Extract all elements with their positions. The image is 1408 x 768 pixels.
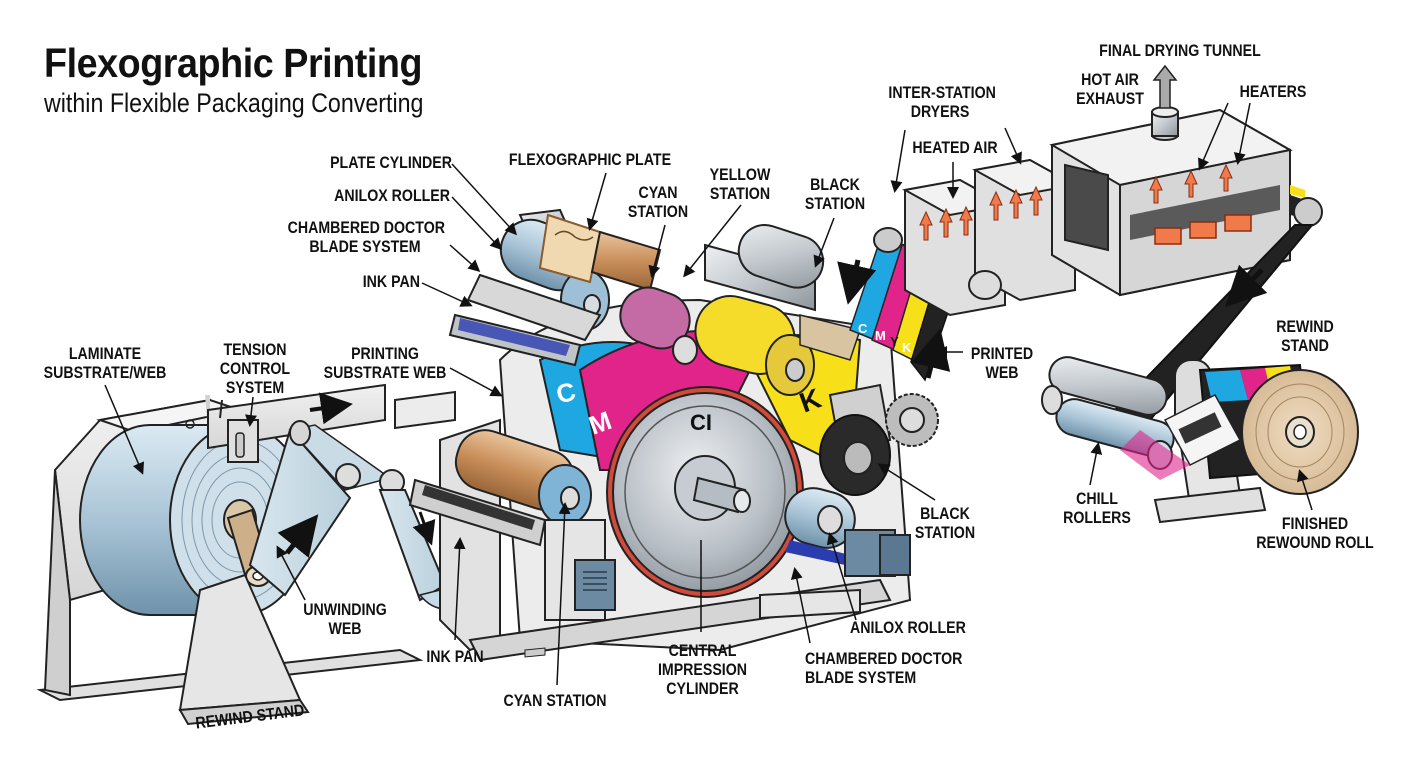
label-cyan-station-top: CYAN STATION: [618, 184, 698, 222]
finished-rewound-roll: [1120, 363, 1359, 495]
web-letter-k: K: [902, 340, 912, 355]
inter-station-dryers: [902, 158, 1078, 317]
label-rewind-stand-right: REWIND STAND: [1265, 318, 1345, 356]
label-line: WEB: [328, 620, 362, 638]
label-line: BLACK: [920, 505, 970, 523]
label-line: TENSION: [223, 341, 287, 359]
label-inter-station-dryers: INTER-STATION DRYERS: [880, 84, 1000, 122]
label-anilox-roller-top: ANILOX ROLLER: [334, 187, 450, 205]
label-doctor-blade-top: CHAMBERED DOCTOR BLADE SYSTEM: [275, 219, 455, 257]
label-line: STATION: [709, 185, 771, 203]
label-line: LAMINATE: [68, 345, 142, 363]
label-line: INTER-STATION: [888, 84, 996, 102]
flow-arrow: [309, 392, 353, 425]
band-letter-ci: CI: [690, 410, 712, 435]
label-line: SUBSTRATE WEB: [323, 364, 447, 382]
black-station-side: [819, 383, 939, 496]
label-finished-rewound-roll: FINISHED REWOUND ROLL: [1240, 515, 1390, 553]
label-unwinding-web: UNWINDING WEB: [295, 601, 395, 639]
label-laminate-substrate: LAMINATE SUBSTRATE/WEB: [30, 345, 180, 383]
web-letter-m: M: [875, 328, 886, 343]
label-line: CHILL: [1076, 490, 1118, 508]
final-drying-tunnel: [1049, 64, 1293, 297]
label-line: WEB: [985, 364, 1019, 382]
label-ink-pan-top: INK PAN: [362, 273, 420, 291]
label-line: STATION: [804, 195, 866, 213]
label-line: EXHAUST: [1076, 90, 1144, 108]
label-line: PRINTED: [970, 345, 1034, 363]
label-line: UNWINDING: [303, 601, 387, 619]
label-hot-air-exhaust: HOT AIR EXHAUST: [1070, 71, 1150, 109]
label-line: CYLINDER: [666, 680, 739, 698]
cyan-station-bottom: [408, 429, 616, 621]
label-heated-air: HEATED AIR: [912, 139, 998, 157]
label-central-impression-cylinder: CENTRAL IMPRESSION CYLINDER: [650, 642, 755, 699]
label-line: ROLLERS: [1063, 509, 1131, 527]
web-letter-c: C: [858, 321, 868, 336]
label-cyan-station-bottom: CYAN STATION: [503, 692, 607, 710]
label-line: STATION: [914, 524, 976, 542]
label-line: BLACK: [810, 176, 860, 194]
label-line: STATION: [627, 203, 689, 221]
printed-web-arrows: [837, 259, 951, 379]
label-doctor-blade-top-line1: CHAMBERED DOCTOR: [287, 219, 446, 237]
page-title: Flexographic Printing: [44, 40, 423, 86]
label-line: CYAN: [638, 184, 678, 202]
label-line: REWIND: [1276, 318, 1334, 336]
label-anilox-roller-bottom: ANILOX ROLLER: [850, 619, 966, 637]
label-doctor-blade-bottom: CHAMBERED DOCTOR BLADE SYSTEM: [805, 650, 985, 688]
label-line: YELLOW: [709, 166, 771, 184]
label-doctor-blade-top-line2: BLADE SYSTEM: [309, 238, 421, 256]
label-ink-pan-bottom: INK PAN: [426, 648, 484, 666]
leader-lines: [104, 102, 1313, 686]
label-line: STAND: [1281, 337, 1329, 355]
page-subtitle: within Flexible Packaging Converting: [44, 88, 424, 118]
label-tension-control: TENSION CONTROL SYSTEM: [210, 341, 300, 398]
rewind-stand-left-base: [178, 573, 310, 726]
label-printing-substrate-web: PRINTING SUBSTRATE WEB: [310, 345, 460, 383]
central-impression-cylinder: [606, 386, 804, 598]
label-line: HOT AIR: [1081, 71, 1139, 89]
anilox-station-bottom: [784, 487, 911, 577]
label-flexographic-plate: FLEXOGRAPHIC PLATE: [508, 151, 672, 169]
label-final-drying-tunnel: FINAL DRYING TUNNEL: [1099, 42, 1261, 60]
label-line: DRYERS: [910, 103, 970, 121]
label-printed-web: PRINTED WEB: [962, 345, 1042, 383]
web-letter-y: Y: [890, 334, 899, 349]
label-line: CENTRAL: [668, 642, 737, 660]
yellow-black-station-top: [694, 224, 861, 396]
label-black-station-bottom: BLACK STATION: [905, 505, 985, 543]
label-heaters: HEATERS: [1239, 83, 1307, 101]
cyan-station-top: [448, 208, 698, 367]
label-line: CONTROL: [219, 360, 291, 378]
label-line: BLADE SYSTEM: [805, 669, 917, 687]
label-plate-cylinder: PLATE CYLINDER: [330, 154, 452, 172]
downward-arrow: [1224, 264, 1268, 308]
web-direction-arrows: [277, 511, 436, 558]
label-line: REWOUND ROLL: [1256, 534, 1374, 552]
label-line: IMPRESSION: [657, 661, 748, 679]
label-line: FINISHED: [1281, 515, 1349, 533]
label-chill-rollers: CHILL ROLLERS: [1052, 490, 1142, 528]
label-black-station-top: BLACK STATION: [795, 176, 875, 214]
label-line: SYSTEM: [225, 379, 285, 397]
label-line: PRINTING: [351, 345, 419, 363]
label-line: CHAMBERED DOCTOR: [805, 650, 963, 668]
label-yellow-station: YELLOW STATION: [700, 166, 780, 204]
label-line: SUBSTRATE/WEB: [43, 364, 167, 382]
